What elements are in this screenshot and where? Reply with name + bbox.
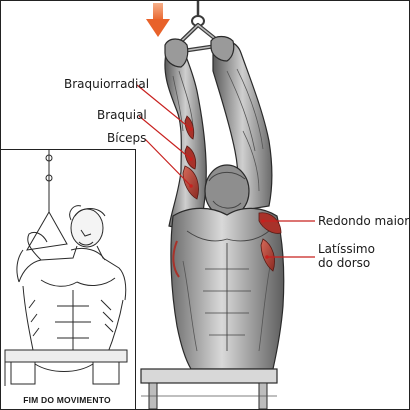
inset-sketch (4, 150, 128, 386)
left-arm (164, 38, 207, 234)
pointer-lines (136, 84, 315, 258)
label-latissimo-line2: do dorso (318, 256, 371, 270)
pointer-dots (189, 127, 269, 259)
right-arm (210, 35, 273, 212)
cable-handle (167, 1, 225, 55)
label-braquiorradial: Braquiorradial (64, 77, 150, 91)
label-braquial: Braquial (97, 108, 147, 122)
torso (170, 207, 285, 370)
inset-end-position: FIM DO MOVIMENTO (1, 149, 136, 409)
down-arrow-icon (146, 3, 170, 37)
label-redondo-maior: Redondo maior (318, 214, 410, 228)
bench (140, 368, 278, 409)
label-latissimo-line1: Latíssimo (318, 242, 375, 256)
inset-caption: FIM DO MOVIMENTO (23, 395, 111, 405)
label-biceps: Bíceps (107, 131, 147, 145)
head (204, 164, 250, 218)
